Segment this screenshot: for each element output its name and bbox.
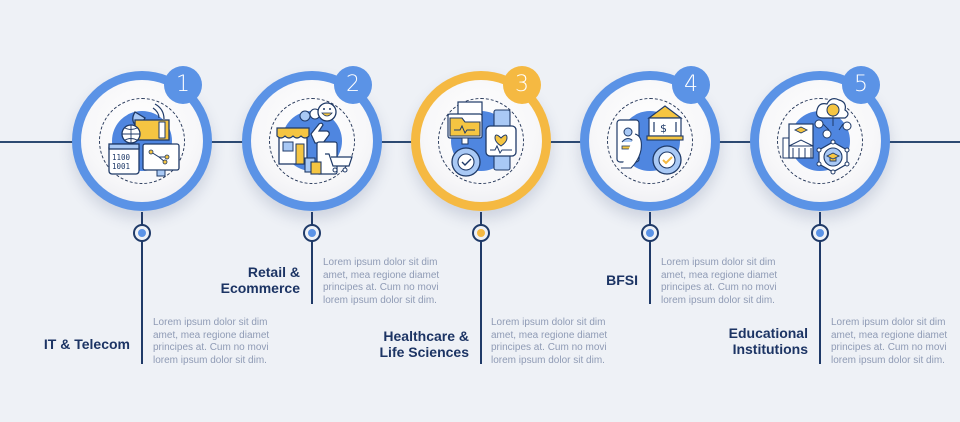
description-line: Lorem ipsum dolor sit dim xyxy=(153,317,268,328)
step-title-line: Ecommerce xyxy=(220,280,300,296)
step-title: Healthcare & Life Sciences xyxy=(380,328,470,360)
stem-line xyxy=(311,212,313,304)
timeline-node xyxy=(811,224,829,242)
timeline-node xyxy=(133,224,151,242)
dashed-ring xyxy=(777,98,863,184)
timeline-node xyxy=(641,224,659,242)
description-line: Lorem ipsum dolor sit dim xyxy=(831,317,946,328)
step-title-line: IT & Telecom xyxy=(43,336,130,352)
description-line: principes at. Cum no movi xyxy=(323,282,439,294)
step-title-line: Life Sciences xyxy=(379,344,470,360)
svg-text:1001: 1001 xyxy=(112,162,130,171)
step-title: Educational Institutions xyxy=(729,325,808,357)
step-title: IT & Telecom xyxy=(44,336,130,352)
timeline-node xyxy=(303,224,321,242)
step-number-badge: 5 xyxy=(842,66,880,104)
description-line: amet, mea regione diamet xyxy=(661,269,778,281)
stem-line xyxy=(649,212,651,304)
description-line: principes at. Cum no movi xyxy=(661,282,777,294)
education-icon xyxy=(782,98,852,175)
step-title-line: Healthcare & xyxy=(383,328,469,344)
dashed-ring xyxy=(438,98,524,184)
svg-text:1100: 1100 xyxy=(112,153,131,162)
step-description: Lorem ipsum dolor sit dim amet, mea regi… xyxy=(831,317,960,367)
step-description: Lorem ipsum dolor sit dim amet, mea regi… xyxy=(661,257,791,307)
description-line: lorem ipsum dolor sit dim. xyxy=(661,294,775,306)
description-line: Lorem ipsum dolor sit dim xyxy=(661,257,776,268)
description-line: Lorem ipsum dolor sit dim xyxy=(323,257,438,268)
description-line: principes at. Cum no movi xyxy=(153,342,269,354)
description-line: amet, mea regione diamet xyxy=(153,329,270,341)
step-title-line: Educational xyxy=(728,325,808,341)
timeline-node xyxy=(472,224,490,242)
description-line: lorem ipsum dolor sit dim. xyxy=(491,354,605,366)
step-number-badge: 1 xyxy=(164,66,202,104)
inner-circle: 1100 1001 xyxy=(81,80,203,202)
step-circle xyxy=(242,71,382,211)
step-title-line: Institutions xyxy=(732,341,808,357)
svg-text:$: $ xyxy=(660,122,667,135)
healthcare-icon xyxy=(447,101,517,177)
step-circle: 1100 1001 xyxy=(72,71,212,211)
step-description: Lorem ipsum dolor sit dim amet, mea regi… xyxy=(153,317,283,367)
stem-line xyxy=(819,212,821,364)
dashed-ring xyxy=(99,98,185,184)
step-number-badge: 3 xyxy=(503,66,541,104)
dashed-ring xyxy=(607,98,693,184)
description-line: amet, mea regione diamet xyxy=(323,269,440,281)
description-line: lorem ipsum dolor sit dim. xyxy=(323,294,437,306)
stem-line xyxy=(480,212,482,364)
stem-line xyxy=(141,212,143,364)
description-line: amet, mea regione diamet xyxy=(831,329,948,341)
it-telecom-icon: 1100 1001 xyxy=(108,103,180,177)
step-description: Lorem ipsum dolor sit dim amet, mea regi… xyxy=(491,317,621,367)
step-title: Retail & Ecommerce xyxy=(221,264,300,296)
description-line: lorem ipsum dolor sit dim. xyxy=(153,354,267,366)
description-line: principes at. Cum no movi xyxy=(831,342,947,354)
step-number-badge: 2 xyxy=(334,66,372,104)
description-line: principes at. Cum no movi xyxy=(491,342,607,354)
bfsi-bank-icon: $ xyxy=(616,105,684,175)
step-title: BFSI xyxy=(606,272,638,288)
step-description: Lorem ipsum dolor sit dim amet, mea regi… xyxy=(323,257,453,307)
retail-ecommerce-icon xyxy=(276,102,353,175)
step-number-badge: 4 xyxy=(672,66,710,104)
dashed-ring xyxy=(269,98,355,184)
description-line: lorem ipsum dolor sit dim. xyxy=(831,354,945,366)
inner-circle xyxy=(251,80,373,202)
step-title-line: Retail & xyxy=(247,264,300,280)
description-line: Lorem ipsum dolor sit dim xyxy=(491,317,606,328)
step-title-line: BFSI xyxy=(606,272,638,288)
description-line: amet, mea regione diamet xyxy=(491,329,608,341)
